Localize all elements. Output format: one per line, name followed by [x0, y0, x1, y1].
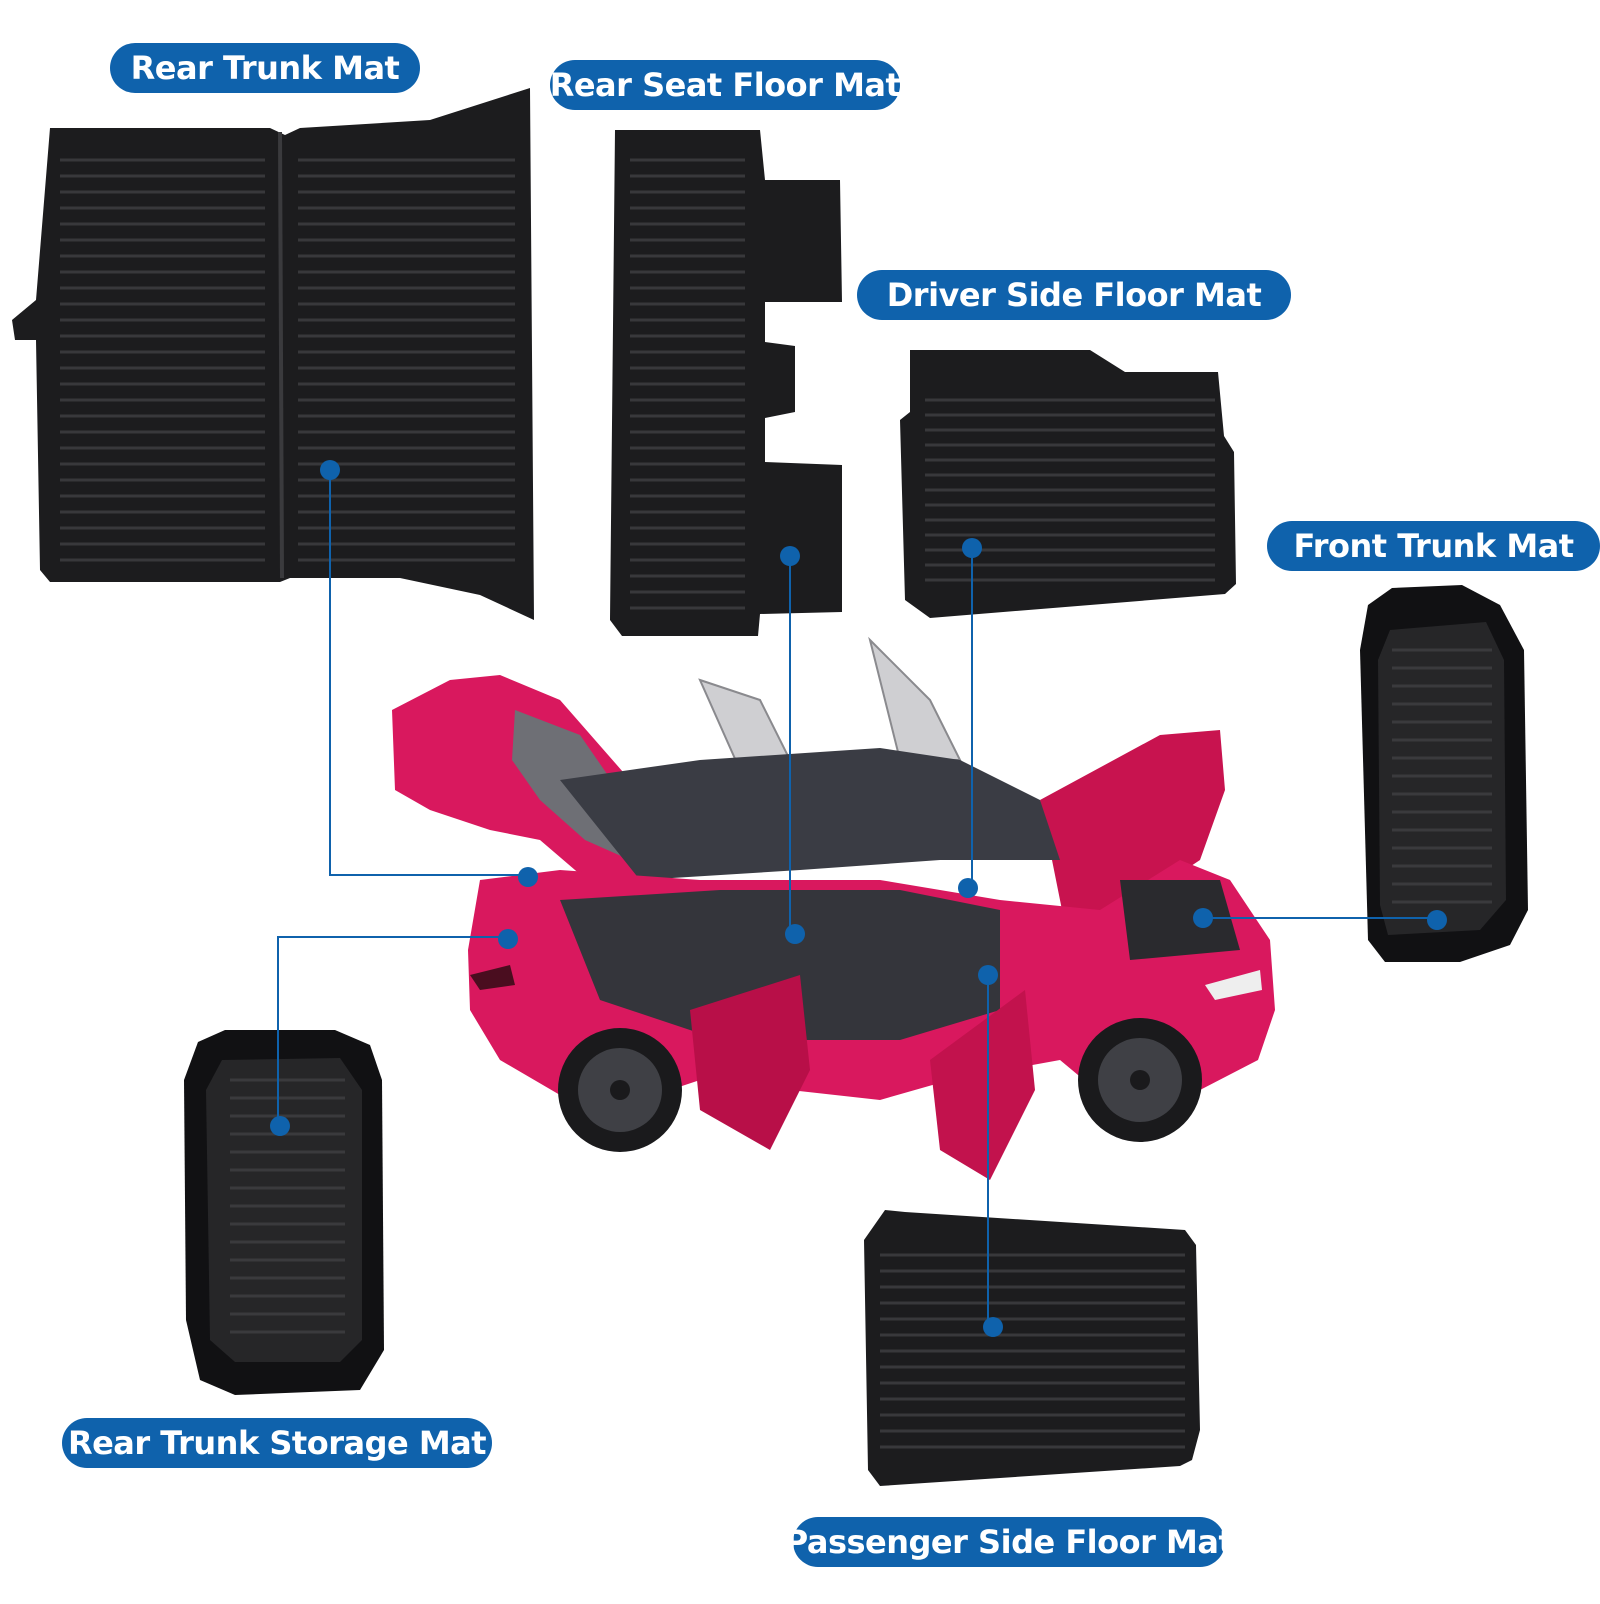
dot-rear-trunk-mat	[320, 460, 340, 480]
driver-side-floor-mat	[900, 350, 1236, 618]
dot-rear-trunk-storage-mat-car	[498, 929, 518, 949]
connector-dots	[270, 460, 1447, 1337]
connector-rear-trunk-mat	[329, 470, 528, 876]
rear-seat-floor-mat	[610, 130, 842, 636]
label-front-trunk-mat: Front Trunk Mat	[1267, 521, 1600, 571]
dot-passenger-side-floor-mat-car	[978, 965, 998, 985]
label-driver-side-floor-mat: Driver Side Floor Mat	[857, 270, 1291, 320]
label-passenger-side-floor-mat: Passenger Side Floor Mat	[785, 1517, 1234, 1567]
dot-rear-trunk-mat-car	[518, 867, 538, 887]
dot-driver-side-floor-mat-car	[958, 878, 978, 898]
rear-trunk-mat	[12, 88, 534, 620]
car-image	[392, 636, 1275, 1180]
connector-lines	[277, 470, 1437, 1327]
connector-rear-trunk-storage-mat	[277, 936, 508, 1125]
label-rear-trunk-storage-mat: Rear Trunk Storage Mat	[62, 1418, 492, 1468]
passenger-side-floor-mat	[864, 1210, 1200, 1486]
front-trunk-mat	[1360, 585, 1528, 962]
dot-passenger-side-floor-mat	[983, 1317, 1003, 1337]
rear-trunk-storage-mat	[184, 1030, 384, 1395]
dot-driver-side-floor-mat	[962, 538, 982, 558]
dot-front-trunk-mat	[1427, 910, 1447, 930]
dot-rear-seat-floor-mat-car	[785, 924, 805, 944]
dot-rear-trunk-storage-mat	[270, 1116, 290, 1136]
dot-front-trunk-mat-car	[1193, 908, 1213, 928]
label-rear-seat-floor-mat: Rear Seat Floor Mat	[550, 60, 901, 110]
label-rear-trunk-mat: Rear Trunk Mat	[110, 43, 420, 93]
dot-rear-seat-floor-mat	[780, 546, 800, 566]
